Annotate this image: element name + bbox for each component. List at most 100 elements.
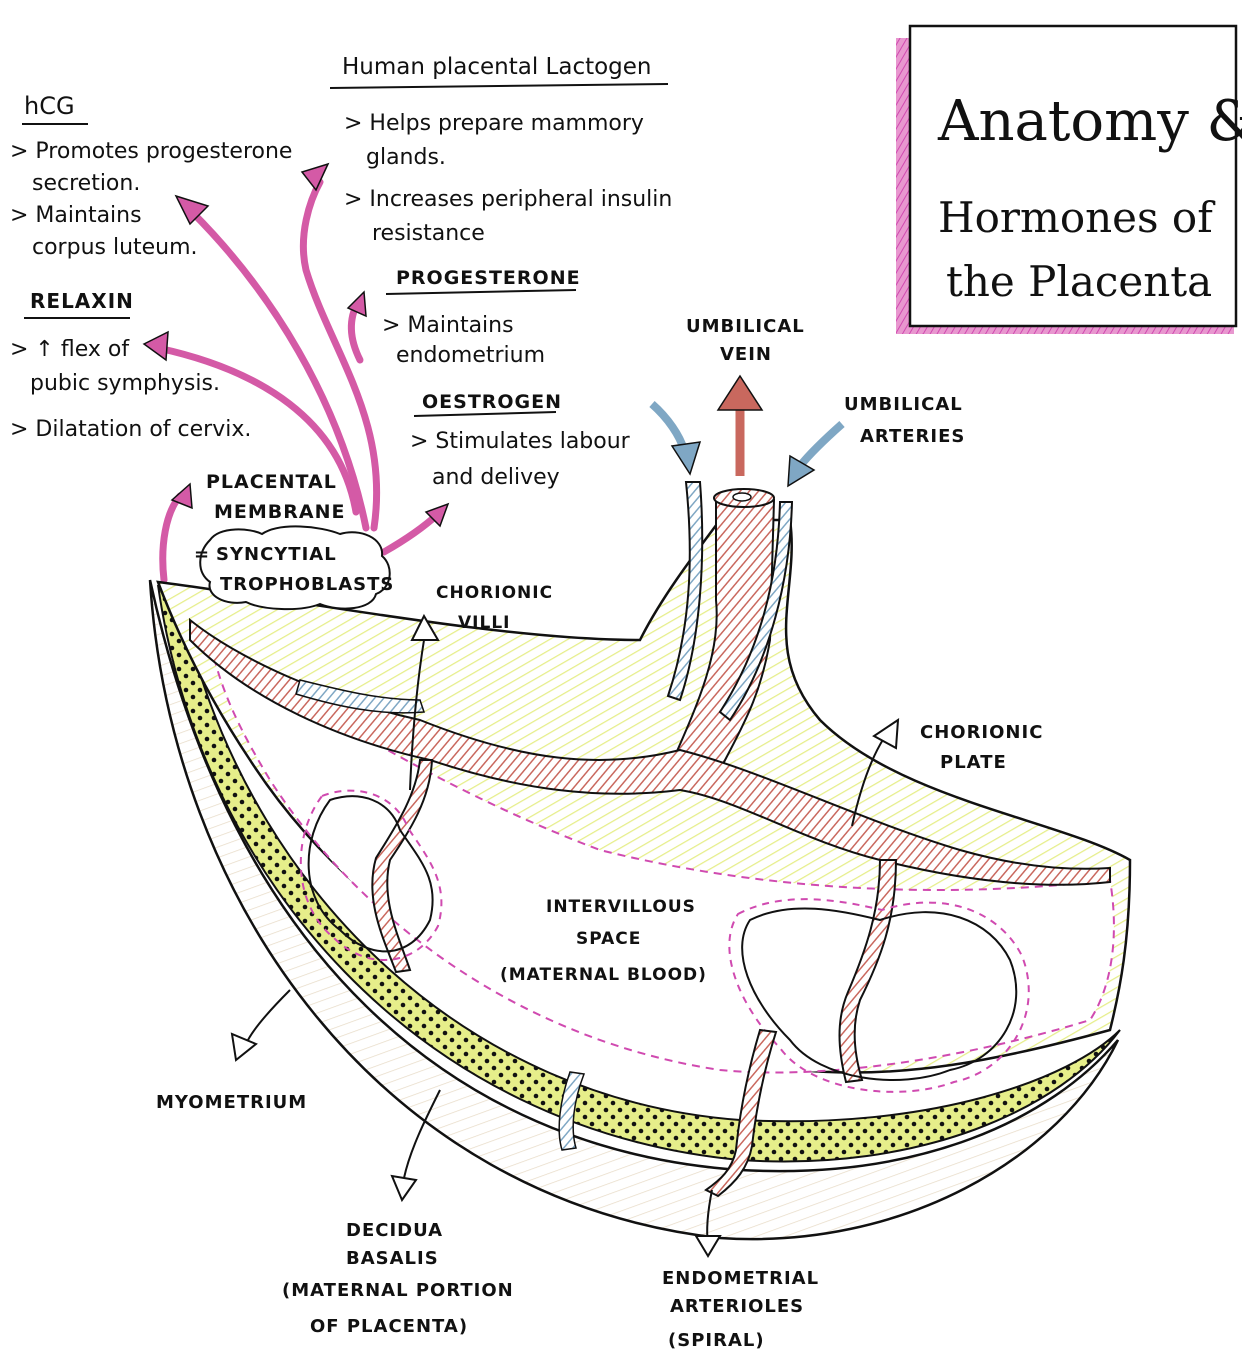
relaxin-point: pubic symphysis. [30, 371, 220, 396]
hpl-note: Human placental Lactogen > Helps prepare… [329, 54, 672, 246]
hcg-point: corpus luteum. [32, 235, 198, 260]
oestrogen-point: and delivey [432, 465, 560, 490]
myometrium-layer [148, 579, 1120, 1241]
arrowhead-plate-icon [872, 718, 900, 750]
chorionic-plate-label: CHORIONIC [920, 722, 1043, 743]
villus-stem-right [838, 859, 898, 1084]
hcg-point: secretion. [32, 171, 140, 196]
syncytial-label: SYNCYTIAL [216, 544, 337, 565]
arrowhead-villi-icon [410, 613, 440, 641]
intervillous-label: (MATERNAL BLOOD) [500, 965, 707, 985]
arrowhead-relaxin-icon [142, 330, 169, 362]
arrowhead-progesterone-icon [346, 290, 367, 318]
decidua-label: (MATERNAL PORTION [282, 1280, 514, 1301]
villus-stem-left [371, 759, 434, 974]
chorionic-vessel-network [189, 617, 1111, 886]
villus-tree-left-outline [307, 795, 434, 953]
syncytial-cloud: = SYNCYTIAL TROPHOBLASTS [194, 525, 394, 611]
hcg-heading: hCG [24, 92, 75, 120]
arrow-decidua [403, 1089, 441, 1179]
structure-labels: PLACENTAL MEMBRANE UMBILICAL VEIN UMBILI… [156, 316, 1043, 1351]
arrow-chorionic-plate [851, 737, 885, 827]
endometrial-label: (SPIRAL) [668, 1330, 765, 1351]
arrow-to-hpl [299, 178, 381, 532]
chorionic-villi-label: VILLI [458, 613, 510, 633]
maternal-vein [558, 1071, 586, 1151]
arrow-to-placental-membrane [159, 492, 184, 584]
progesterone-point: > Maintains [382, 313, 514, 338]
syncytial-label: TROPHOBLASTS [220, 574, 394, 595]
title-box-frame [908, 24, 1238, 328]
arrow-chorionic-villi [409, 639, 425, 791]
progesterone-note: PROGESTERONE > Maintains endometrium [382, 267, 581, 368]
chorionic-vessel-blue [295, 679, 426, 714]
umbilical-vein-label: VEIN [720, 344, 772, 365]
hpl-underline [329, 83, 669, 89]
decidua-label: BASALIS [346, 1248, 439, 1269]
hpl-heading: Human placental Lactogen [342, 54, 652, 80]
oestrogen-underline [413, 411, 557, 417]
arrow-to-hcg [188, 208, 370, 532]
arrow-to-oestrogen [380, 510, 442, 556]
arrow-myometrium [245, 989, 291, 1045]
decidua-label: DECIDUA [346, 1220, 443, 1241]
hcg-note: hCG > Promotes progesterone secretion. >… [10, 92, 292, 260]
placenta [148, 481, 1132, 1241]
umbilical-artery-right [718, 501, 794, 722]
title-line-1: Anatomy & [937, 89, 1242, 154]
chorionic-plate-label: PLATE [940, 752, 1007, 773]
decidua-label: OF PLACENTA) [310, 1316, 468, 1337]
umbilical-arteries-label: ARTERIES [860, 426, 965, 447]
hpl-point: resistance [372, 221, 485, 246]
villus-tree-right-outline [741, 907, 1018, 1081]
intervillous-label: SPACE [576, 929, 641, 949]
equals-sign: = [194, 544, 210, 565]
villus-membrane-left [299, 789, 443, 961]
title-box: Anatomy & Hormones of the Placenta [896, 24, 1242, 334]
syncytial-cloud-outline [199, 525, 391, 611]
arrowhead-endometrial-icon [694, 1235, 722, 1258]
relaxin-point: > Dilatation of cervix. [10, 417, 251, 442]
progesterone-underline [385, 289, 577, 295]
arrowhead-membrane-icon [170, 482, 193, 510]
placental-membrane-label: PLACENTAL [206, 471, 337, 493]
umbilical-vein-lumen [732, 492, 752, 502]
arrowhead-decidua-icon [390, 1174, 418, 1203]
progesterone-point: endometrium [396, 343, 545, 368]
hormone-arrows [142, 162, 450, 584]
relaxin-note: RELAXIN > ↑ flex of pubic symphysis. > D… [10, 289, 251, 442]
oestrogen-point: > Stimulates labour [410, 429, 631, 454]
intervillous-space [208, 637, 1115, 1074]
progesterone-heading: PROGESTERONE [396, 267, 581, 289]
oestrogen-note: OESTROGEN > Stimulates labour and delive… [410, 391, 631, 490]
decidua-basalis-layer [157, 584, 1121, 1163]
hcg-point: > Maintains [10, 203, 142, 228]
label-arrows [230, 613, 900, 1258]
hpl-point: > Helps prepare mammory [344, 111, 644, 136]
oestrogen-heading: OESTROGEN [422, 391, 562, 413]
hpl-point: glands. [366, 145, 446, 170]
title-line-3: the Placenta [946, 257, 1212, 306]
artery-flow-right-icon [787, 454, 816, 488]
umbilical-arteries-label: UMBILICAL [844, 394, 963, 415]
endometrial-label: ENDOMETRIAL [662, 1268, 819, 1289]
umbilical-flow-arrows [649, 374, 845, 488]
hcg-point: > Promotes progesterone [10, 139, 292, 164]
artery-flow-left-icon [670, 441, 702, 476]
myometrium-label: MYOMETRIUM [156, 1092, 307, 1113]
artery-flow-right-shaft [796, 421, 845, 469]
arrowhead-hpl-icon [300, 162, 330, 192]
vein-flow-up-icon [716, 374, 764, 411]
relaxin-heading: RELAXIN [30, 289, 134, 313]
villus-membrane-right [728, 898, 1030, 1093]
arrowhead-myometrium-icon [230, 1032, 258, 1062]
arrow-to-relaxin [154, 344, 360, 516]
relaxin-point: > ↑ flex of [10, 337, 130, 362]
umbilical-vein-label: UMBILICAL [686, 316, 805, 337]
endometrial-label: ARTERIOLES [670, 1296, 804, 1317]
artery-flow-left-shaft [649, 400, 688, 452]
title-line-2: Hormones of [938, 193, 1216, 242]
arrowhead-hcg-icon [174, 194, 210, 226]
chorionic-villi-label: CHORIONIC [436, 583, 553, 603]
